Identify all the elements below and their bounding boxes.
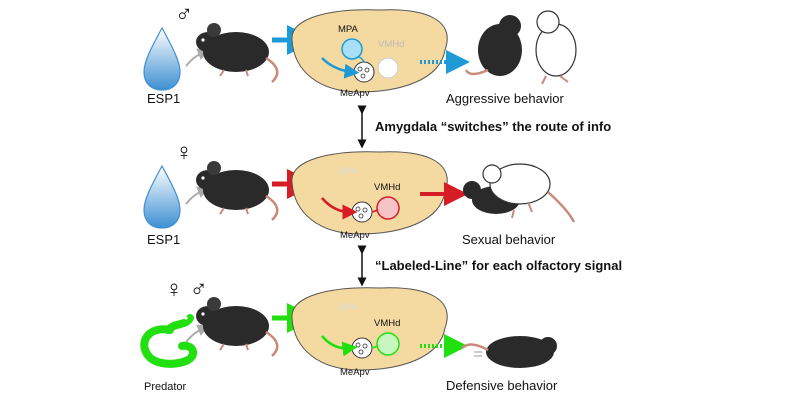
note-labeled-line: “Labeled-Line” for each olfactory signal bbox=[375, 258, 622, 273]
connector-1: Amygdala “switches” the route of info bbox=[357, 105, 611, 149]
nucleus-top-2: MPA bbox=[338, 166, 359, 177]
row-aggression: ESP1 ♂ MPA VMHd MeApv bbox=[143, 1, 577, 106]
connector-2: “Labeled-Line” for each olfactory signal bbox=[357, 245, 622, 287]
pheromone-drop-icon bbox=[143, 164, 181, 229]
fighting-mice-icon bbox=[464, 10, 577, 85]
behavior-label-2: Sexual behavior bbox=[462, 232, 556, 247]
crouching-mouse-icon bbox=[461, 336, 557, 368]
vmhd-nucleus-icon-3 bbox=[376, 332, 400, 356]
pheromone-drop-icon bbox=[143, 26, 181, 91]
vmhd-nucleus-icon-2 bbox=[376, 196, 400, 220]
meapv-nucleus-icon-1 bbox=[353, 61, 375, 83]
region-label-1: MeApv bbox=[340, 88, 370, 99]
nucleus-side-3: VMHd bbox=[374, 318, 400, 329]
mpa-nucleus-icon bbox=[341, 38, 363, 60]
note-switch: Amygdala “switches” the route of info bbox=[375, 119, 611, 134]
behavior-label-3: Defensive behavior bbox=[446, 378, 558, 393]
nucleus-side-1: VMHd bbox=[378, 39, 404, 50]
brain-outline-3 bbox=[291, 287, 448, 371]
snake-icon bbox=[140, 314, 198, 368]
nucleus-top-1: MPA bbox=[338, 24, 359, 35]
nucleus-side-2: VMHd bbox=[374, 182, 400, 193]
black-mouse-icon bbox=[196, 297, 279, 357]
brain-outline-1 bbox=[291, 9, 448, 93]
stimulus-label-2: ESP1 bbox=[147, 232, 180, 247]
sniff-arrow-3 bbox=[185, 324, 210, 343]
meapv-nucleus-icon-3 bbox=[351, 337, 373, 359]
black-mouse-icon bbox=[196, 23, 279, 83]
sniff-arrow-1 bbox=[185, 48, 210, 67]
sex-symbol-2: ♀ bbox=[175, 139, 193, 166]
row-defensive: Predator ♀ ♂ MPA VMHd MeApv Defensi bbox=[140, 276, 558, 393]
region-label-2: MeApv bbox=[340, 230, 370, 241]
meapv-nucleus-icon-2 bbox=[351, 201, 373, 223]
behavior-label-1: Aggressive behavior bbox=[446, 91, 564, 106]
sex-symbol-3: ♀ ♂ bbox=[165, 276, 208, 303]
row-sexual: ESP1 ♀ MPA VMHd MeApv bbox=[143, 139, 576, 247]
sniff-arrow-2 bbox=[185, 186, 210, 205]
region-label-3: MeApv bbox=[340, 367, 370, 378]
nucleus-top-3: MPA bbox=[338, 302, 359, 313]
sex-symbol-1: ♂ bbox=[175, 1, 193, 28]
vmhd-nucleus-icon-1 bbox=[377, 57, 399, 79]
stimulus-label-1: ESP1 bbox=[147, 91, 180, 106]
black-mouse-icon bbox=[196, 161, 279, 221]
stimulus-label-3: Predator bbox=[144, 381, 187, 393]
mating-mice-icon bbox=[463, 163, 576, 223]
